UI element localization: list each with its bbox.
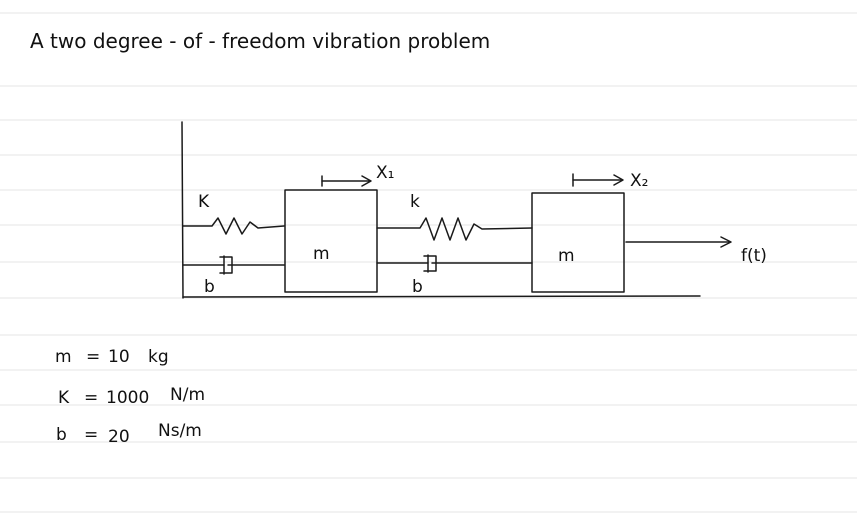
parameter-list: m = 10 kg K = 1000 N/m b = 20 Ns/m [55, 347, 205, 447]
param-value: 10 [108, 347, 130, 367]
page-title: A two degree - of - freedom vibration pr… [30, 29, 490, 53]
damper-2 [376, 254, 533, 273]
param-value: 1000 [106, 388, 149, 408]
spring-1 [182, 217, 285, 235]
parameter-mass: m = 10 kg [55, 347, 169, 367]
parameter-damping: b = 20 Ns/m [56, 421, 202, 447]
force-label: f(t) [741, 246, 767, 266]
displacement-1-arrow [321, 175, 372, 187]
damper-2-label: b [412, 277, 423, 297]
mass-2-label: m [558, 246, 575, 266]
spring-2 [376, 217, 533, 241]
parameter-stiffness: K = 1000 N/m [58, 385, 205, 408]
mass-1-block [284, 189, 378, 293]
param-symbol: b [56, 425, 67, 445]
force-arrow [625, 236, 732, 248]
damper-1 [182, 255, 285, 275]
damper-1-label: b [204, 277, 215, 297]
param-unit: kg [148, 347, 169, 367]
param-equals: = [86, 347, 100, 367]
mass-2-block [531, 192, 625, 293]
displacement-1-label: X₁ [376, 163, 394, 183]
param-value: 20 [108, 427, 130, 447]
spring-2-label: k [410, 192, 420, 212]
displacement-2-arrow [572, 173, 624, 187]
param-equals: = [84, 425, 98, 445]
param-unit: Ns/m [158, 421, 202, 441]
wall-and-ground [181, 121, 701, 299]
param-symbol: K [58, 388, 70, 408]
spring-1-label: K [198, 192, 210, 212]
param-unit: N/m [170, 385, 205, 405]
param-symbol: m [55, 347, 72, 367]
displacement-2-label: X₂ [630, 171, 648, 191]
param-equals: = [84, 388, 98, 408]
mass-1-label: m [313, 244, 330, 264]
